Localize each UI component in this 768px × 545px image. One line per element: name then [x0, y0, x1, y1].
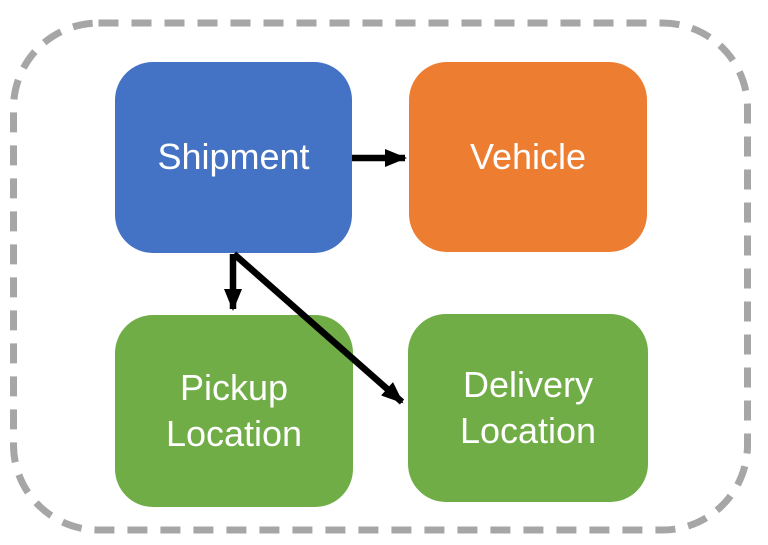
node-delivery-location-label: Delivery Location	[459, 363, 597, 451]
node-vehicle-label: Vehicle	[469, 135, 587, 177]
node-pickup-location-label: Pickup Location	[165, 366, 303, 454]
node-vehicle: Vehicle	[409, 62, 647, 252]
node-shipment-label: Shipment	[157, 136, 310, 178]
node-delivery-location: Delivery Location	[408, 314, 648, 502]
node-pickup-location: Pickup Location	[115, 315, 353, 507]
node-shipment: Shipment	[115, 62, 352, 253]
